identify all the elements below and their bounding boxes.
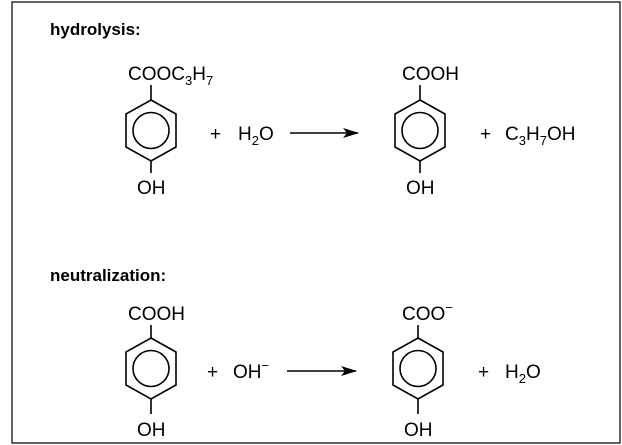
hydrolysis-reactant-group-label: COOC3H7 [128,64,213,88]
benzene-ring-hydrolysis-reactant [125,85,177,173]
hydrolysis-plus-1: + [210,124,221,145]
neutralization-coproduct-water: H2O [505,362,541,386]
benzene-ring-neutralization-product [392,325,444,414]
hydrolysis-reactant-para-oh: OH [137,178,166,199]
neutralization-product-group-label: COO− [402,300,453,325]
figure-frame [11,1,621,444]
neutralization-product-para-oh: OH [404,420,433,441]
neutralization-heading: neutralization: [50,266,166,285]
hydrolysis-plus-2: + [480,124,491,145]
hydrolysis-coproduct-propanol: C3H7OH [505,124,575,148]
hydrolysis-reagent-water: H2O [238,124,274,148]
hydrolysis-heading: hydrolysis: [50,20,141,39]
hydrolysis-product-para-oh: OH [406,178,435,199]
neutralization-reactant-group-label: COOH [128,304,185,325]
neutralization-plus-1: + [207,362,218,383]
benzene-ring-neutralization-reactant [125,325,177,414]
neutralization-reactant-para-oh: OH [137,420,166,441]
neutralization-plus-2: + [478,362,489,383]
neutralization-reagent-hydroxide: OH− [233,358,269,383]
benzene-ring-hydrolysis-product [394,85,446,173]
hydrolysis-product-group-label: COOH [402,64,459,85]
